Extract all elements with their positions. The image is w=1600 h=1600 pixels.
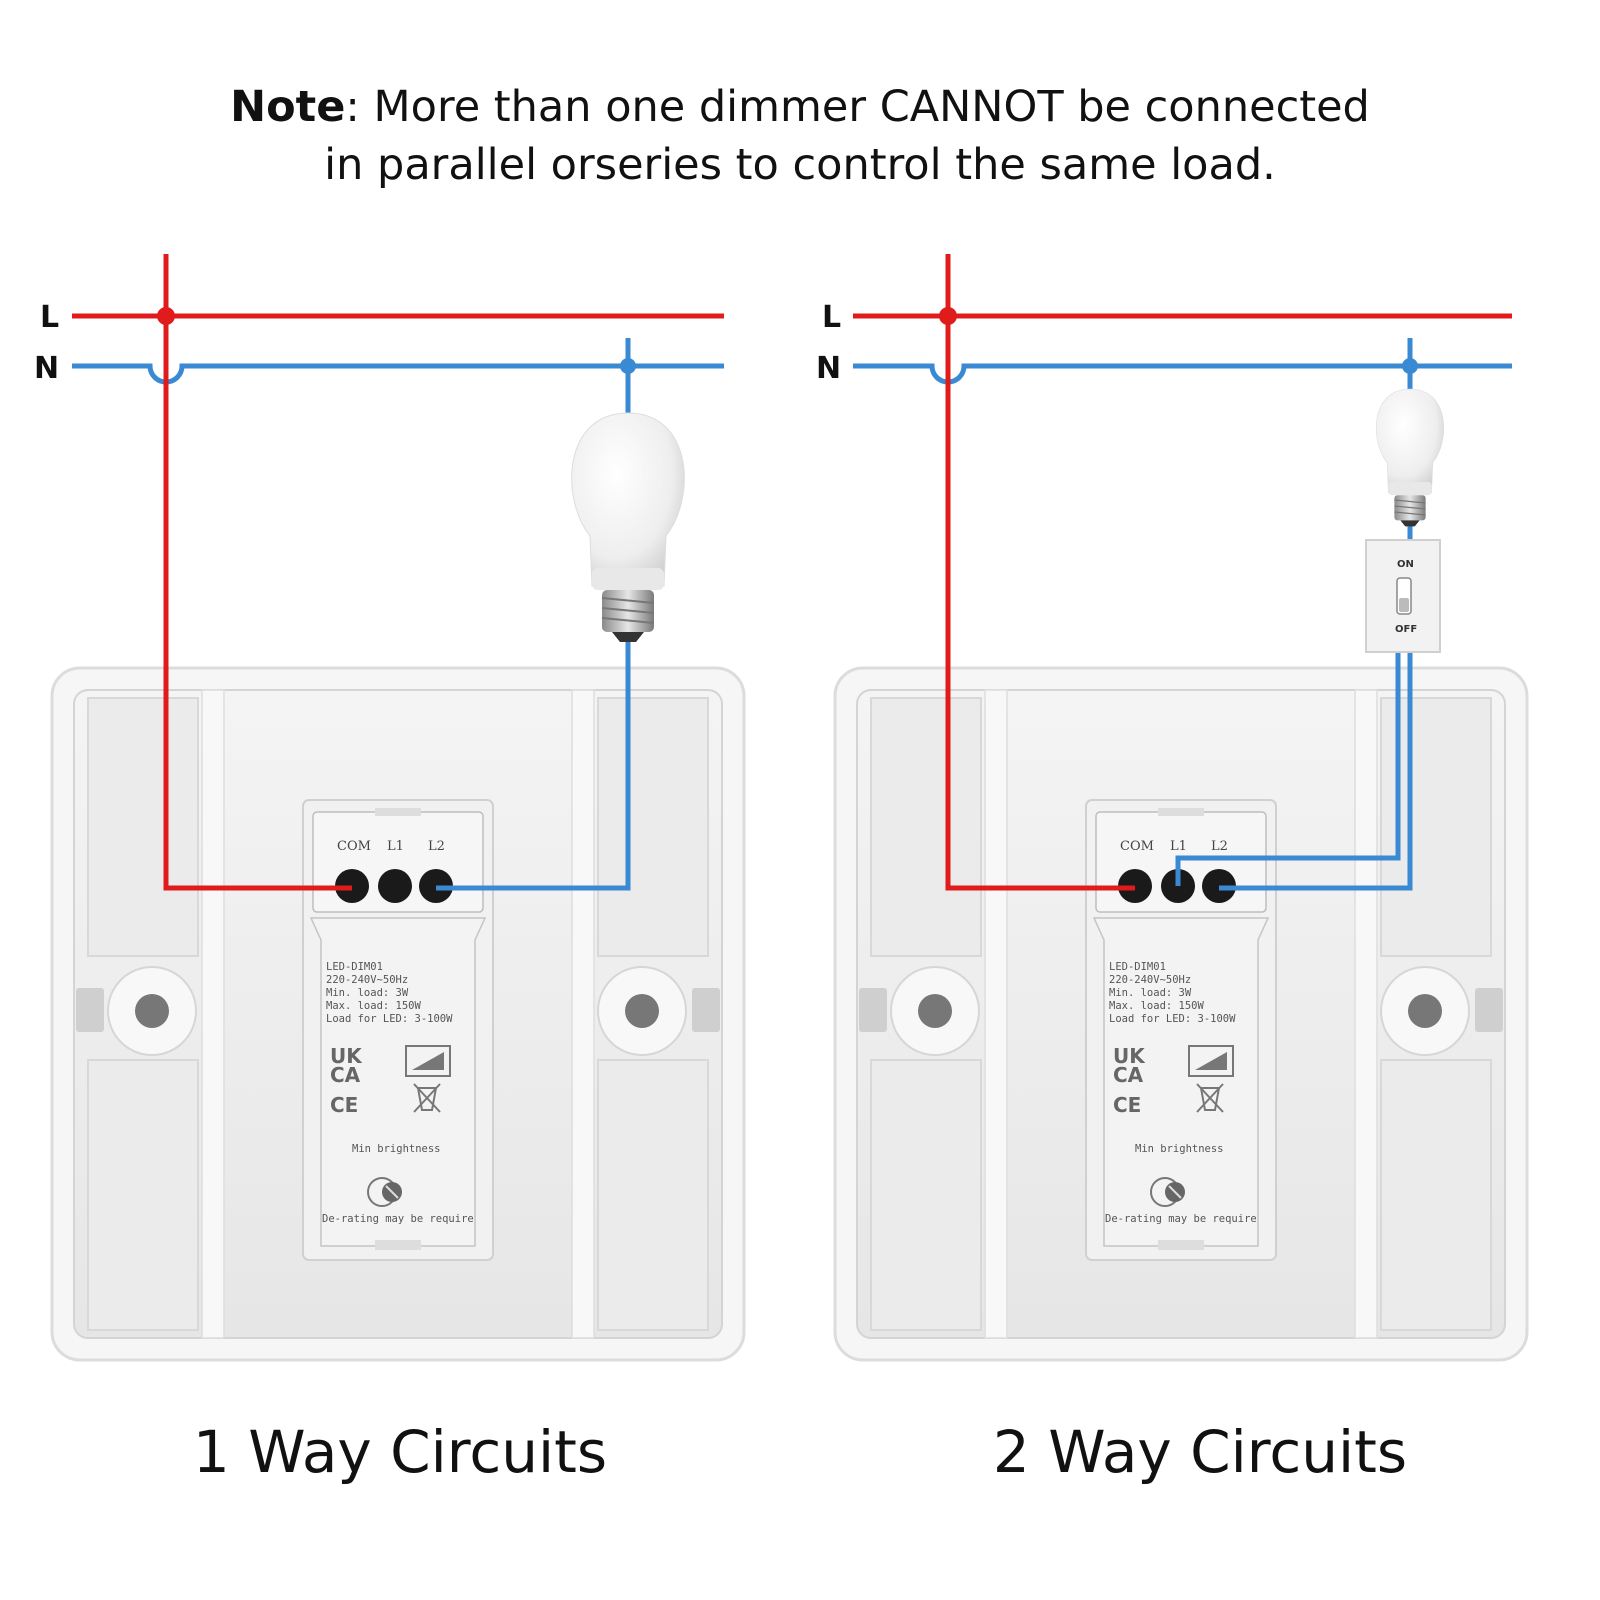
min-brightness-label-right: Min brightness [1135, 1143, 1224, 1155]
neutral-label-right: N [816, 351, 841, 386]
ukca-mark-bottom-left: CA [330, 1063, 361, 1087]
brightness-knob-icon-right [1150, 1177, 1185, 1207]
one-way-panel: COM L1 L2 LED-DIM01 220-240V~50Hz Min. l… [34, 254, 746, 1362]
bulb-icon-left [570, 412, 686, 643]
min-brightness-label-left: Min brightness [352, 1143, 441, 1155]
terminal-l2-left: L2 [428, 839, 445, 854]
note-line2: in parallel orseries to control the same… [324, 140, 1276, 190]
weee-bin-icon-right [1196, 1083, 1224, 1113]
dimmer-min-load-left: Min. load: 3W [326, 987, 409, 999]
toggle-switch-icon [1365, 539, 1441, 653]
dimmer-voltage-left: 220-240V~50Hz [326, 974, 408, 986]
dimmer-model-right: LED-DIM01 [1109, 961, 1166, 973]
live-junction-right [939, 307, 957, 325]
terminal-l1-left: L1 [387, 839, 404, 854]
dimmer-led-load-right: Load for LED: 3-100W [1109, 1013, 1236, 1025]
derating-label-right: De-rating may be require [1105, 1213, 1257, 1225]
terminal-l2-right: L2 [1211, 839, 1228, 854]
live-label-right: L [822, 300, 841, 335]
neutral-junction-left [620, 358, 636, 374]
neutral-label-left: N [34, 351, 59, 386]
one-way-caption: 1 Way Circuits [192, 1418, 608, 1486]
derating-label-left: De-rating may be require [322, 1213, 474, 1225]
note-line1: : More than one dimmer CANNOT be connect… [345, 82, 1370, 132]
note-text: Note: More than one dimmer CANNOT be con… [0, 78, 1600, 194]
terminal-l1-right: L1 [1170, 839, 1187, 854]
switch-off-label: OFF [1395, 624, 1417, 635]
dimmer-max-load-right: Max. load: 150W [1109, 1000, 1205, 1012]
live-junction-left [157, 307, 175, 325]
ce-mark-left: CE [330, 1093, 358, 1117]
dimmer-symbol-icon-left [405, 1045, 451, 1077]
switch-on-label: ON [1397, 559, 1414, 570]
weee-bin-icon-left [413, 1083, 441, 1113]
terminal-com-right: COM [1120, 839, 1154, 854]
ukca-mark-top-left: UK [330, 1044, 363, 1068]
two-way-caption: 2 Way Circuits [992, 1418, 1408, 1486]
terminal-com-left: COM [337, 839, 371, 854]
dimmer-max-load-left: Max. load: 150W [326, 1000, 422, 1012]
live-label-left: L [40, 300, 59, 335]
live-wire-left [72, 254, 724, 891]
brightness-knob-icon-left [367, 1177, 402, 1207]
bulb-icon-right [1375, 388, 1445, 528]
live-wire-right [853, 254, 1512, 891]
dimmer-led-load-left: Load for LED: 3-100W [326, 1013, 453, 1025]
two-way-panel: COM L1 L2 LED-DIM01 220-240V~50Hz Min. l… [816, 254, 1529, 1362]
ukca-mark-bottom-right: CA [1113, 1063, 1144, 1087]
dimmer-voltage-right: 220-240V~50Hz [1109, 974, 1191, 986]
ukca-mark-top-right: UK [1113, 1044, 1146, 1068]
dimmer-model-left: LED-DIM01 [326, 961, 383, 973]
dimmer-min-load-right: Min. load: 3W [1109, 987, 1192, 999]
terminal-hole-l1-left [378, 869, 412, 903]
ce-mark-right: CE [1113, 1093, 1141, 1117]
note-lead: Note [230, 82, 346, 132]
dimmer-symbol-icon-right [1188, 1045, 1234, 1077]
neutral-junction-right [1402, 358, 1418, 374]
